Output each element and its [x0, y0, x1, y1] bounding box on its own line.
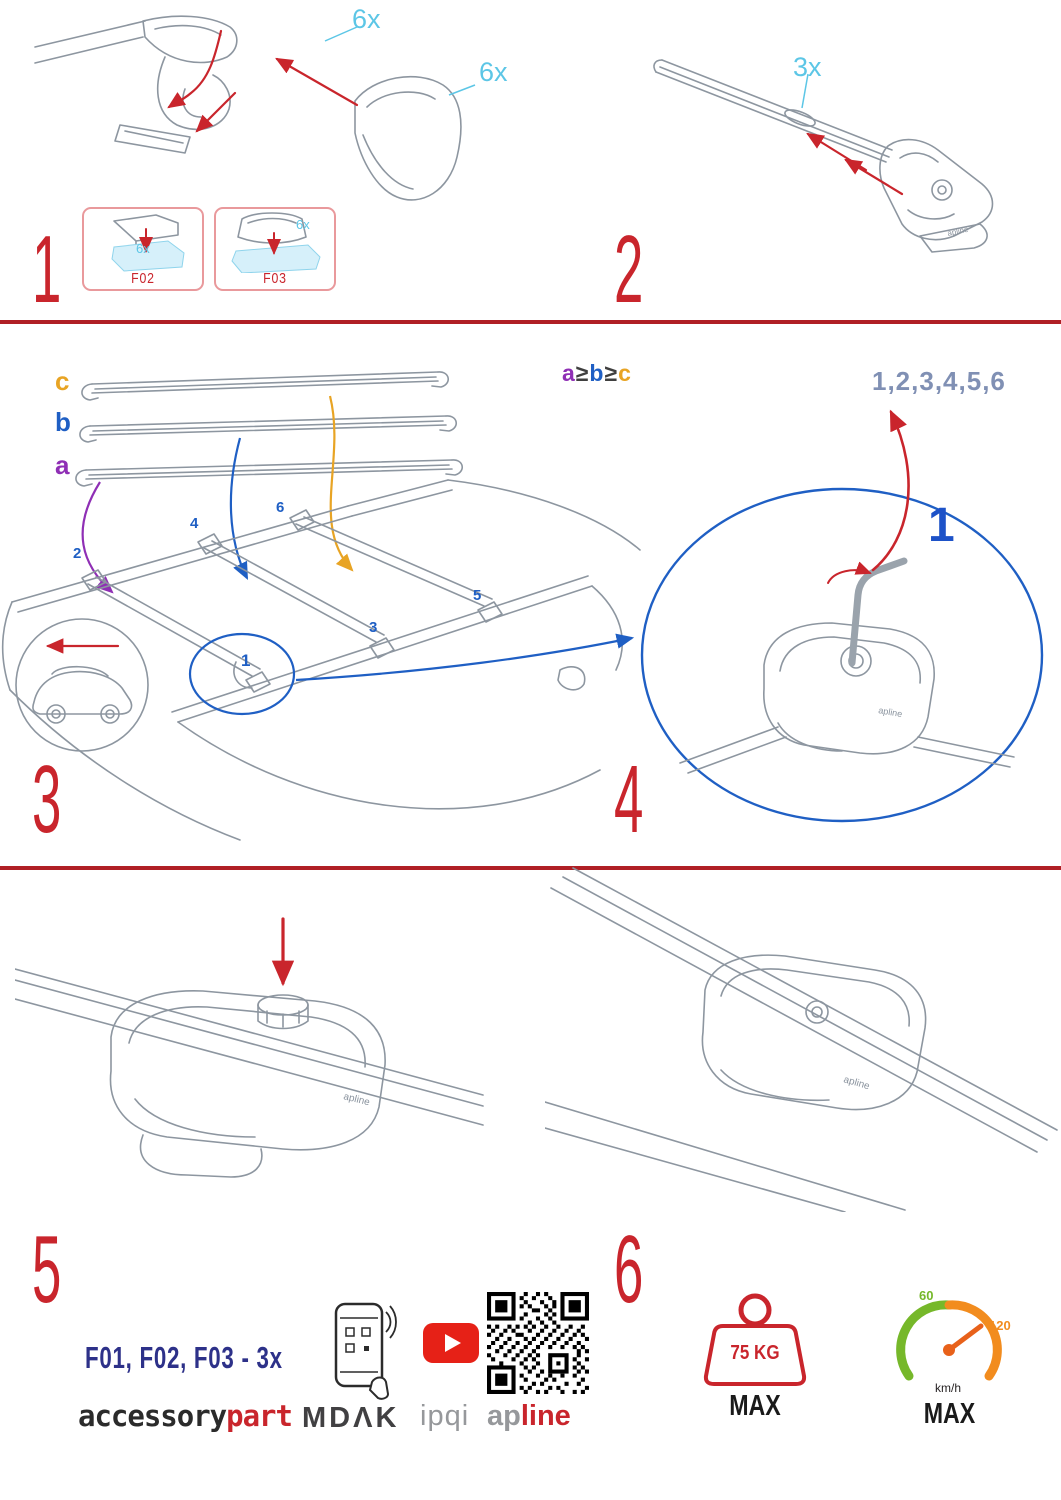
clamp-logo-text: apline — [842, 1074, 871, 1092]
step-1-exploded-view-art — [34, 15, 476, 201]
section-divider-bottom — [0, 866, 1061, 870]
bar-label-c: c — [55, 366, 70, 396]
rule-c: c — [618, 360, 632, 386]
roof-position-2: 2 — [73, 545, 82, 562]
step-3-number: 3 — [32, 746, 62, 853]
step-1-cover-qty-label: 6x — [479, 57, 508, 87]
step-1-arrows — [167, 29, 359, 133]
roof-position-1: 1 — [241, 651, 251, 670]
parts-summary-label: F01, F02, F03 - 3x — [85, 1340, 283, 1375]
brand-apline: apline — [487, 1402, 571, 1431]
step-2-qty-label: 3x — [793, 52, 822, 82]
step-6-locked-art: apline — [545, 867, 1058, 1212]
step-1-cap-qty-label: 6x — [352, 4, 381, 34]
qr-code — [487, 1292, 589, 1394]
section-divider-top — [0, 320, 1061, 324]
leader-c-orange — [328, 395, 354, 572]
step-2-number: 2 — [614, 216, 644, 323]
step-2-qty-leader-line — [801, 73, 809, 109]
tighten-sequence-label: 1,2,3,4,5,6 — [872, 366, 1006, 396]
clamp-flush-art — [545, 867, 1058, 1212]
rule-b: b — [589, 360, 605, 386]
youtube-icon — [423, 1323, 479, 1363]
speed-unit-label: km/h — [935, 1381, 961, 1395]
brand-ipqi: ipqi — [420, 1400, 470, 1432]
clamp-logo-text: apline — [947, 225, 970, 238]
car-inset — [15, 618, 149, 752]
part-box-f03: 6x F03 — [214, 207, 336, 291]
roof-position-3: 3 — [369, 619, 378, 636]
bar-label-a: a — [55, 450, 70, 480]
step-5-knob-art: apline — [15, 917, 484, 1178]
speed-high-label: 120 — [989, 1318, 1011, 1333]
step-1-qty-leader-lines — [324, 26, 476, 96]
car-roof-art — [1, 479, 641, 841]
brand-accessorypart: accessorypart — [78, 1399, 293, 1433]
step-2-insert-arrows — [806, 132, 904, 196]
part-box-f02: 6x F02 — [82, 207, 204, 291]
position-1-highlight-circle — [188, 632, 296, 716]
brand-part-text: part — [226, 1399, 293, 1433]
zoom-circle — [640, 487, 1044, 823]
brand-mdak: MDΛK — [302, 1402, 400, 1434]
sequence-arrow-art — [871, 409, 910, 572]
rule-ge-2: ≥ — [604, 360, 619, 386]
step-4-number: 4 — [614, 746, 644, 853]
allen-key-icon — [848, 557, 908, 667]
clamp-on-rail-art — [15, 968, 484, 1178]
bar-label-b: b — [55, 407, 71, 437]
speedometer-needle — [946, 1323, 984, 1353]
step-4-zoom-art: apline — [640, 487, 1044, 823]
rotate-arrow — [827, 561, 872, 584]
step-5-number: 5 — [32, 1216, 62, 1323]
rule-a: a — [562, 360, 576, 386]
rule-ge-1: ≥ — [575, 360, 590, 386]
clamp-detail-art — [679, 622, 1015, 774]
step-2-crossbar-art: apline — [653, 59, 994, 253]
max-weight-icon — [703, 1293, 807, 1386]
brand-ap-text: ap — [487, 1400, 521, 1432]
step-1-number: 1 — [32, 216, 62, 323]
speed-low-label: 60 — [919, 1288, 933, 1303]
crossbars-abc-art — [75, 371, 463, 487]
zoom-arrow-to-step-4 — [295, 633, 635, 682]
roof-position-5: 5 — [473, 587, 482, 604]
phone-qr-scan-icon — [334, 1302, 397, 1400]
brand-line-text: line — [520, 1400, 571, 1432]
f03-label: F03 — [263, 270, 287, 287]
brand-accessory-text: accessory — [78, 1399, 227, 1433]
f03-part-art — [231, 212, 321, 273]
step-3-roof-art — [1, 371, 641, 841]
step-6-number: 6 — [614, 1216, 644, 1323]
endcap-line-art — [34, 15, 462, 201]
max-speed-icon: 60 120 km/h — [896, 1288, 1011, 1395]
leader-b-blue — [229, 437, 248, 580]
length-order-rule: a≥b≥c — [562, 360, 632, 387]
roof-position-4: 4 — [190, 515, 199, 532]
clamp-logo-text: apline — [878, 705, 903, 719]
crossbar-line-art — [653, 59, 994, 253]
leader-a-purple — [81, 481, 114, 594]
f02-part-art — [111, 214, 185, 272]
roof-position-6: 6 — [276, 499, 285, 516]
max-weight-label: MAX — [729, 1390, 781, 1422]
sequence-arrow — [871, 409, 910, 572]
max-weight-value: 75 KG — [730, 1342, 780, 1364]
max-speed-label: MAX — [923, 1398, 976, 1430]
f03-qty-label: 6x — [296, 217, 310, 232]
f02-qty-label: 6x — [136, 241, 150, 256]
f02-label: F02 — [131, 270, 155, 287]
first-position-label: 1 — [928, 499, 955, 552]
